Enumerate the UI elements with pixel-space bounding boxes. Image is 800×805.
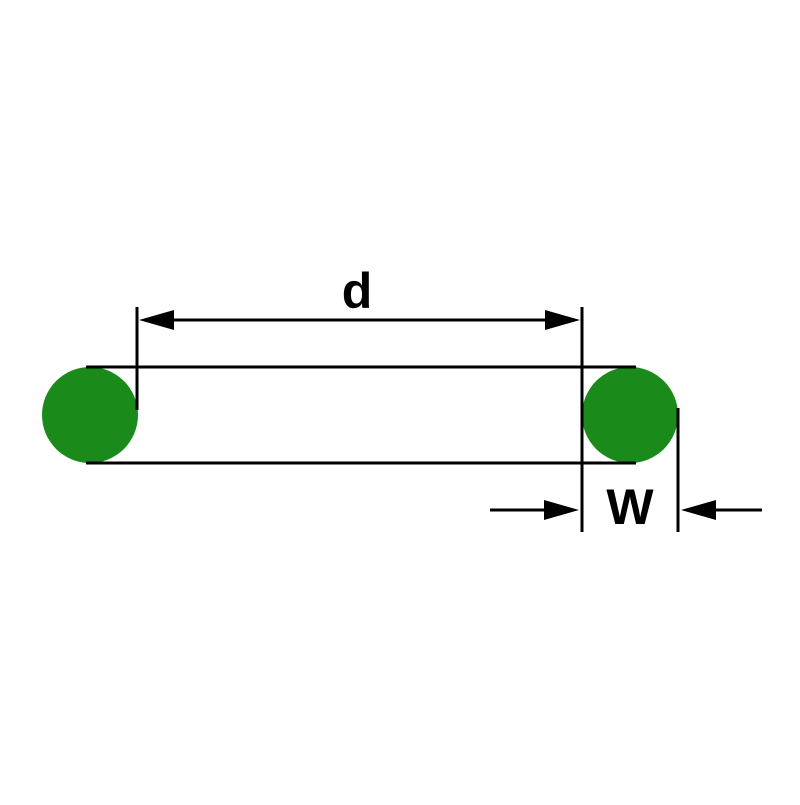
inner-diameter-label: d	[342, 263, 373, 319]
arrow-left-icon	[681, 500, 716, 520]
left-cross-section-circle	[42, 367, 138, 463]
cross-section-width-label: W	[606, 479, 654, 535]
arrow-left-icon	[139, 310, 174, 330]
right-cross-section-circle	[582, 367, 678, 463]
arrow-right-icon	[544, 500, 579, 520]
arrow-right-icon	[545, 310, 580, 330]
